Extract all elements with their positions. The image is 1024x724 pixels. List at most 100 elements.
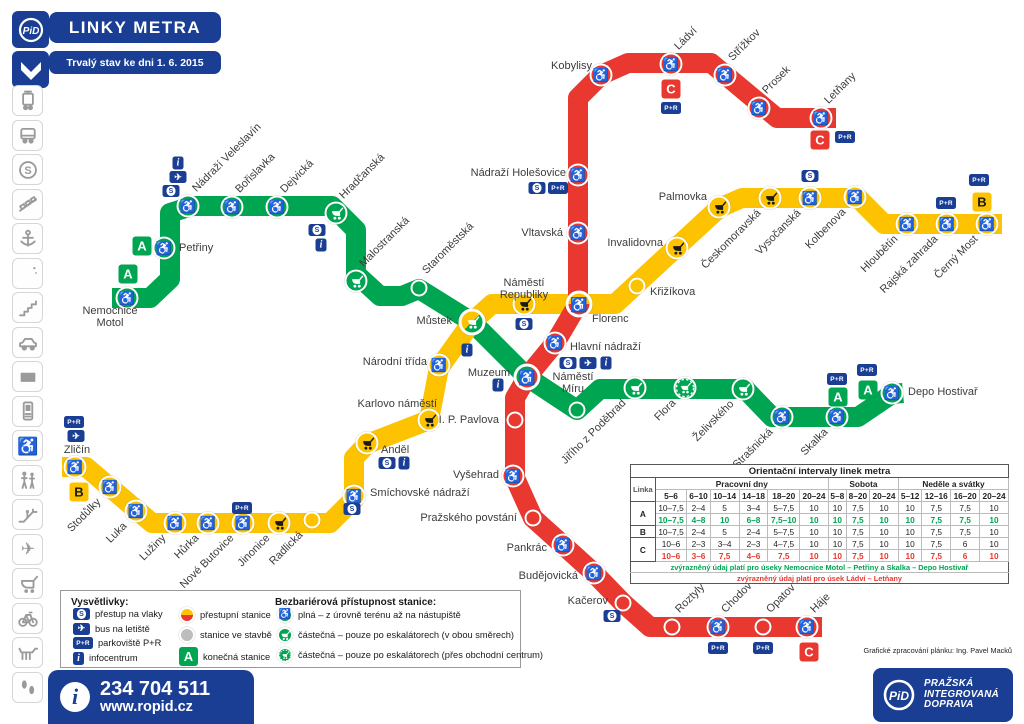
pid-brand-box: PiD PRAŽSKÁ INTEGROVANÁ DOPRAVA [873, 668, 1013, 722]
svg-text:♿: ♿ [17, 436, 38, 456]
transfer-station-icon [179, 607, 195, 623]
interval-value: 4–8 [686, 513, 711, 526]
park-and-ride-badge: P+R [835, 131, 855, 143]
family-icon [12, 464, 43, 496]
park-and-ride-badge: P+R [753, 642, 773, 654]
station-label: Budějovická [518, 569, 578, 582]
legend-title: Vysvětlivky: [71, 597, 129, 608]
infocentre-badge: i [492, 378, 504, 392]
s-train-badge: S [515, 318, 533, 330]
station-marker: ♿ [115, 286, 139, 310]
interval-value: 3–6 [686, 549, 711, 562]
interval-value: 10 [979, 513, 1009, 526]
interval-value: 7,5 [921, 525, 952, 538]
terminal-badge-a: A [858, 380, 878, 400]
station-label: Vltavská [521, 226, 563, 239]
park-and-ride-badge: P+R [969, 174, 989, 186]
wheelchair-icon: ♿ [12, 430, 43, 461]
interval-value: 7,5 [767, 549, 801, 562]
station-marker [663, 618, 681, 636]
station-marker [665, 236, 689, 260]
table-time-header: 20–24 [869, 489, 899, 502]
interval-value: 6–8 [738, 513, 769, 526]
legend-item: přestupní stanice [179, 607, 271, 623]
s-train-badge: S [801, 170, 819, 182]
airport-bus-badge: ✈ [67, 430, 85, 442]
interval-value: 7,5 [845, 537, 871, 550]
station-marker: ♿ [582, 561, 606, 585]
station-marker: ♿ [975, 212, 999, 236]
s-train-badge: S [308, 224, 326, 236]
station-marker [344, 269, 368, 293]
credit-text: Grafické zpracování plánku: Ing. Pavel M… [863, 646, 1012, 655]
station-label: Národní třída [362, 355, 427, 368]
interval-value: 7,5 [921, 549, 952, 562]
station-label: Depo Hostivař [908, 385, 978, 398]
station-marker [673, 376, 697, 400]
station-marker [707, 195, 731, 219]
station-marker: ♿ [513, 363, 541, 391]
station-marker [410, 279, 428, 297]
station-label: Karlovo náměstí [357, 397, 437, 410]
interval-value: 10 [709, 513, 740, 526]
park-and-ride-badge: P+R [64, 416, 84, 428]
interval-value: 10 [799, 549, 829, 562]
full-accessibility-icon: ♿ [277, 607, 293, 623]
terminal-badge-a: A [132, 236, 152, 256]
station-marker: ♿ [895, 212, 919, 236]
station-label: Vyšehrad [452, 468, 499, 481]
s-train-icon: S [12, 154, 43, 185]
pid-logo: PiD [12, 11, 49, 48]
table-line-cell: A [630, 501, 656, 526]
station-marker: ♿ [427, 353, 451, 377]
brand-line: INTEGROVANÁ [924, 688, 999, 700]
table-title: Orientační intervaly linek metra [630, 464, 1009, 478]
interval-value: 5 [709, 501, 740, 514]
station-label: Muzeum [467, 366, 510, 379]
interval-value: 10 [897, 537, 923, 550]
station-marker [512, 292, 536, 316]
contact-box: i 234 704 511 www.ropid.cz [48, 670, 254, 724]
interval-value: 7,5 [950, 525, 981, 538]
station-marker: ♿ [843, 185, 867, 209]
park-and-ride-badge: P+R [708, 642, 728, 654]
interval-value: 7,5 [950, 513, 981, 526]
table-time-header: 14–18 [738, 489, 769, 502]
partial-accessibility-icon [277, 627, 293, 643]
interval-value: 7,5 [921, 513, 952, 526]
station-marker: ♿ [543, 331, 567, 355]
interval-value: 10 [869, 549, 899, 562]
station-under-construction-icon [179, 627, 195, 643]
interval-value: 7,5 [845, 549, 871, 562]
table-time-header: 10–14 [709, 489, 740, 502]
station-marker: ♿ [63, 455, 87, 479]
station-marker [614, 594, 632, 612]
interval-value: 5–7,5 [767, 525, 801, 538]
interval-value: 10 [869, 525, 899, 538]
interval-value: 10 [799, 513, 829, 526]
station-label: Kobylisy [551, 59, 592, 72]
table-time-header: 12–16 [921, 489, 952, 502]
station-marker: ♿ [551, 533, 575, 557]
tram-icon [12, 85, 43, 116]
station-marker: ♿ [706, 615, 730, 639]
table-time-header: 6–10 [686, 489, 711, 502]
station-label: Invalidovna [607, 236, 663, 249]
station-marker [524, 509, 542, 527]
interval-value: 6 [950, 537, 981, 550]
station-marker [303, 511, 321, 529]
table-col-linka: Linka [630, 477, 656, 502]
ferry-icon [12, 223, 43, 254]
stroller-icon [12, 568, 43, 599]
terminal-badge-c: C [799, 642, 819, 662]
station-label: Hlavní nádraží [570, 340, 641, 353]
table-time-header: 5–6 [654, 489, 688, 502]
station-marker [623, 376, 647, 400]
